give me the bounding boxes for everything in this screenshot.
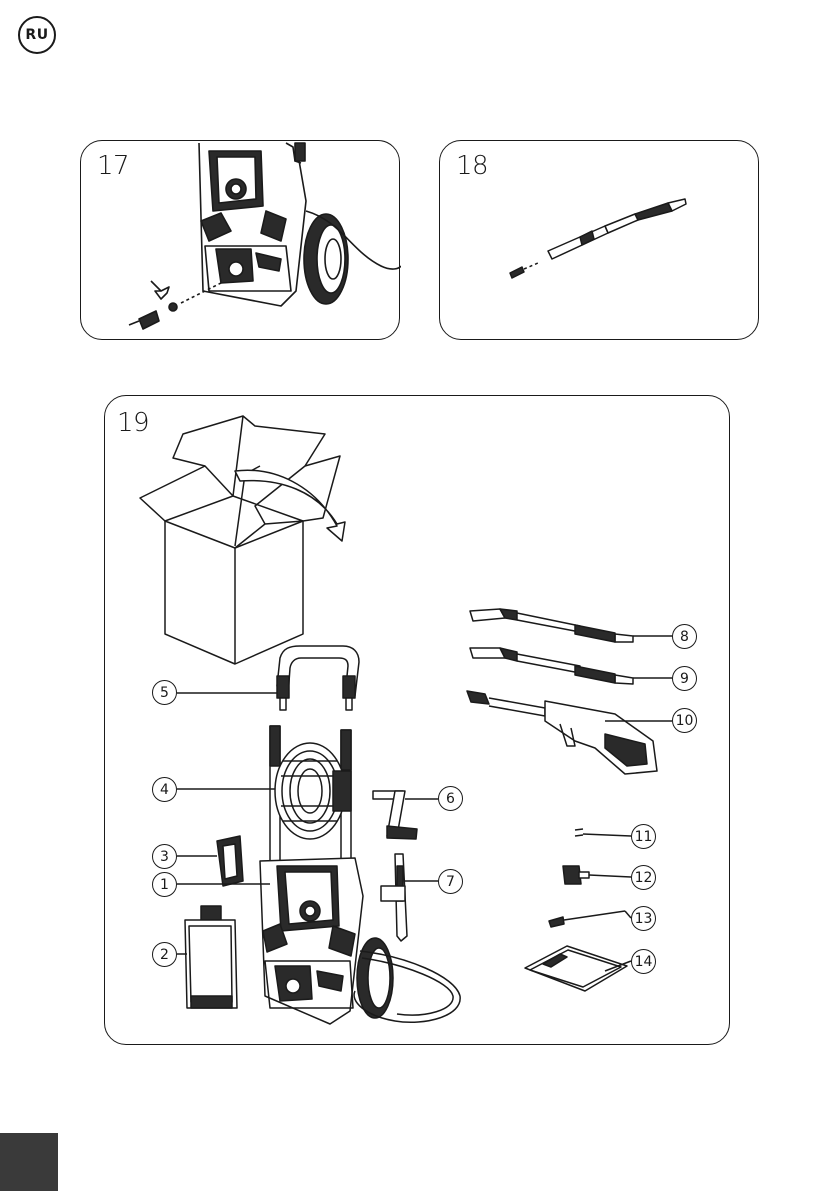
spray-lance-icon <box>470 609 633 642</box>
box-icon <box>140 416 345 664</box>
callout-9: 9 <box>672 666 697 691</box>
callout-12: 12 <box>631 865 656 890</box>
callout-1: 1 <box>152 872 177 897</box>
hose-reel-handle-icon <box>373 791 417 839</box>
unpacking-illustration <box>105 396 731 1046</box>
callout-6: 6 <box>438 786 463 811</box>
figure-17-panel: 17 <box>80 140 400 340</box>
callout-14: 14 <box>631 949 656 974</box>
clip-icon <box>217 836 243 886</box>
language-badge: RU <box>18 16 56 54</box>
callout-11: 11 <box>631 824 656 849</box>
detergent-bottle-icon <box>185 906 237 1008</box>
figure-18-panel: 18 <box>439 140 759 340</box>
pressure-washer-icon <box>260 726 460 1024</box>
pressure-washer-icon <box>81 141 401 341</box>
spray-lance-icon <box>470 648 633 684</box>
nozzle-cleaner-icon <box>549 911 625 927</box>
handle-icon <box>277 646 359 710</box>
callout-2: 2 <box>152 942 177 967</box>
trigger-gun-icon <box>467 691 657 774</box>
holder-icon <box>381 854 407 941</box>
spray-lance-icon <box>440 141 760 341</box>
page-tab <box>0 1133 58 1191</box>
callout-13: 13 <box>631 906 656 931</box>
callout-8: 8 <box>672 624 697 649</box>
callout-5: 5 <box>152 680 177 705</box>
callout-3: 3 <box>152 844 177 869</box>
callout-7: 7 <box>438 869 463 894</box>
callout-4: 4 <box>152 777 177 802</box>
screw-icon <box>575 829 583 836</box>
connector-icon <box>563 866 589 884</box>
callout-10: 10 <box>672 708 697 733</box>
figure-19-panel: 19 <box>104 395 730 1045</box>
